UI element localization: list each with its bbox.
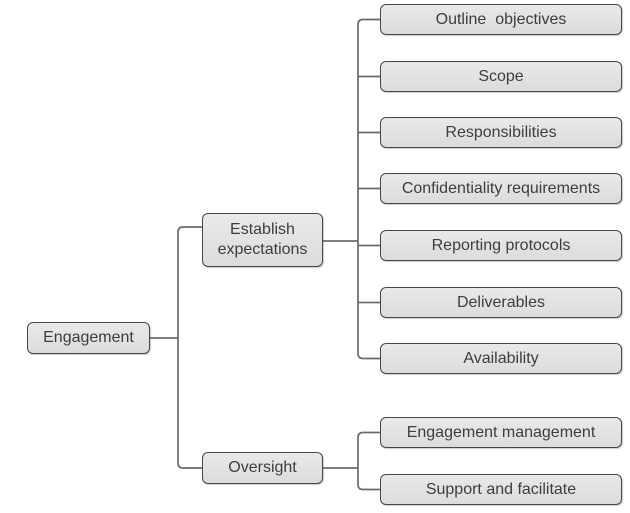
node-confidentiality-requirements-label: Confidentiality requirements [401, 179, 601, 197]
node-engagement-management-label: Engagement management [406, 423, 596, 441]
node-oversight-label: Oversight [228, 459, 297, 477]
node-establish-expectations-label: Establish expectations [217, 221, 308, 258]
node-availability: Availability [380, 343, 622, 374]
node-outline-objectives: Outline objectives [380, 4, 622, 35]
node-engagement: Engagement [27, 322, 150, 354]
node-confidentiality-requirements: Confidentiality requirements [380, 173, 622, 204]
node-oversight: Oversight [202, 452, 323, 484]
node-responsibilities-label: Responsibilities [445, 123, 557, 141]
node-establish-expectations: Establish expectations [202, 213, 323, 267]
connector-oversight-trunk [357, 431, 380, 491]
node-deliverables: Deliverables [380, 287, 622, 318]
node-support-and-facilitate-label: Support and facilitate [425, 480, 577, 498]
node-reporting-protocols-label: Reporting protocols [431, 236, 571, 254]
node-scope: Scope [380, 61, 622, 92]
node-availability-label: Availability [463, 349, 539, 367]
node-deliverables-label: Deliverables [456, 293, 546, 311]
node-engagement-label: Engagement [43, 329, 134, 347]
connector-main-trunk [177, 226, 202, 469]
node-responsibilities: Responsibilities [380, 117, 622, 148]
node-engagement-management: Engagement management [380, 417, 622, 448]
node-support-and-facilitate: Support and facilitate [380, 474, 622, 505]
node-reporting-protocols: Reporting protocols [380, 230, 622, 261]
node-outline-objectives-label: Outline objectives [435, 10, 567, 28]
node-scope-label: Scope [478, 67, 524, 85]
